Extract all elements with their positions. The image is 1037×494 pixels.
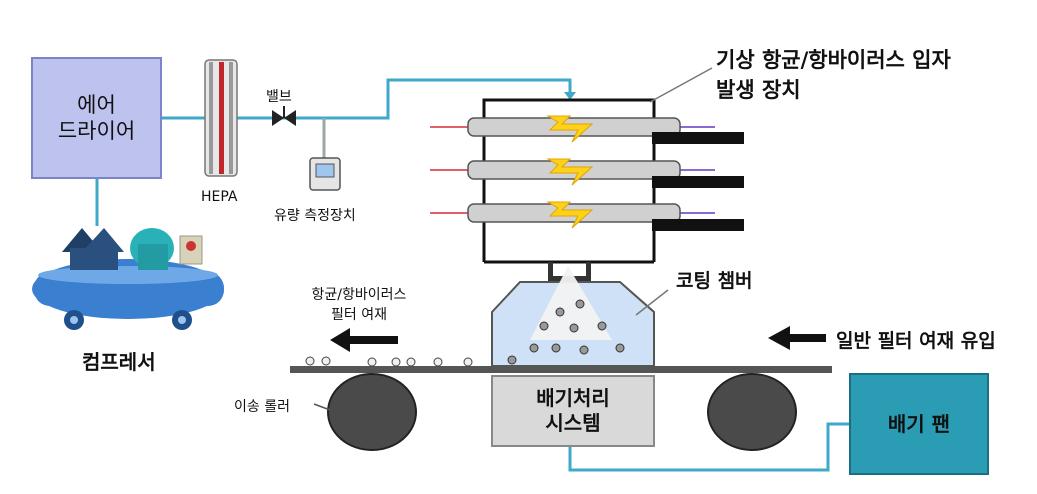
- coating-chamber: [491, 266, 669, 367]
- hepa-label: HEPA: [201, 189, 238, 205]
- particle-generator: [430, 67, 744, 264]
- spark-icon: [546, 158, 594, 186]
- air-pipes: [95, 78, 850, 472]
- air-dryer-label: 에어 드라이어: [57, 92, 136, 143]
- flow-arrow-icon: [564, 92, 576, 100]
- generator-title-line2: 발생 장치: [716, 78, 801, 102]
- pipe-hepa-generator: [237, 78, 572, 120]
- particles: [507, 299, 625, 365]
- valve-icon: [272, 106, 296, 126]
- compressor-icon: [32, 228, 224, 330]
- exhaust-fan-label: 배기 팬: [887, 411, 951, 436]
- generator-leader-line: [649, 67, 713, 103]
- particle-plume: [530, 266, 612, 340]
- air-dryer-box: [31, 57, 162, 179]
- roller-icon: [327, 373, 417, 451]
- electrode-tube-2: [430, 160, 744, 188]
- electrode-tube-3: [430, 203, 744, 231]
- exhaust-system-label: 배기처리 시스템: [536, 386, 610, 435]
- chamber-leader-line: [635, 289, 669, 316]
- compressor-label: 컴프레서: [82, 350, 156, 374]
- arrow-left-icon: [768, 326, 826, 350]
- transfer-roller-label: 이송 롤러: [234, 399, 290, 415]
- spark-icon: [546, 115, 594, 143]
- flow-meter-icon: [309, 157, 341, 191]
- roller-leader-line: [313, 403, 331, 411]
- generator-title-line1: 기상 항균/항바이러스 입자: [716, 48, 951, 72]
- hepa-filter-icon: [204, 59, 238, 177]
- outgoing-filter-label-line2: 필터 여재: [331, 307, 387, 323]
- spark-icon: [546, 201, 594, 229]
- coating-chamber-label: 코팅 챔버: [676, 270, 753, 292]
- coated-particles: [305, 356, 473, 367]
- valve-label: 밸브: [266, 89, 292, 105]
- incoming-filter-label: 일반 필터 여재 유입: [836, 330, 996, 352]
- connector-left: [548, 262, 553, 282]
- flow-meter-label: 유량 측정장치: [274, 208, 356, 224]
- exhaust-system-box: [491, 375, 655, 447]
- arrow-left-icon: [330, 328, 398, 352]
- connector-right: [586, 262, 591, 282]
- outgoing-filter-label-line1: 항균/항바이러스: [311, 287, 407, 303]
- conveyor-belt: [290, 366, 832, 373]
- electrode-tube-1: [430, 117, 744, 144]
- exhaust-fan-box: [849, 373, 989, 475]
- pipe-exhaust-fan: [568, 422, 850, 472]
- roller-icon: [707, 373, 797, 451]
